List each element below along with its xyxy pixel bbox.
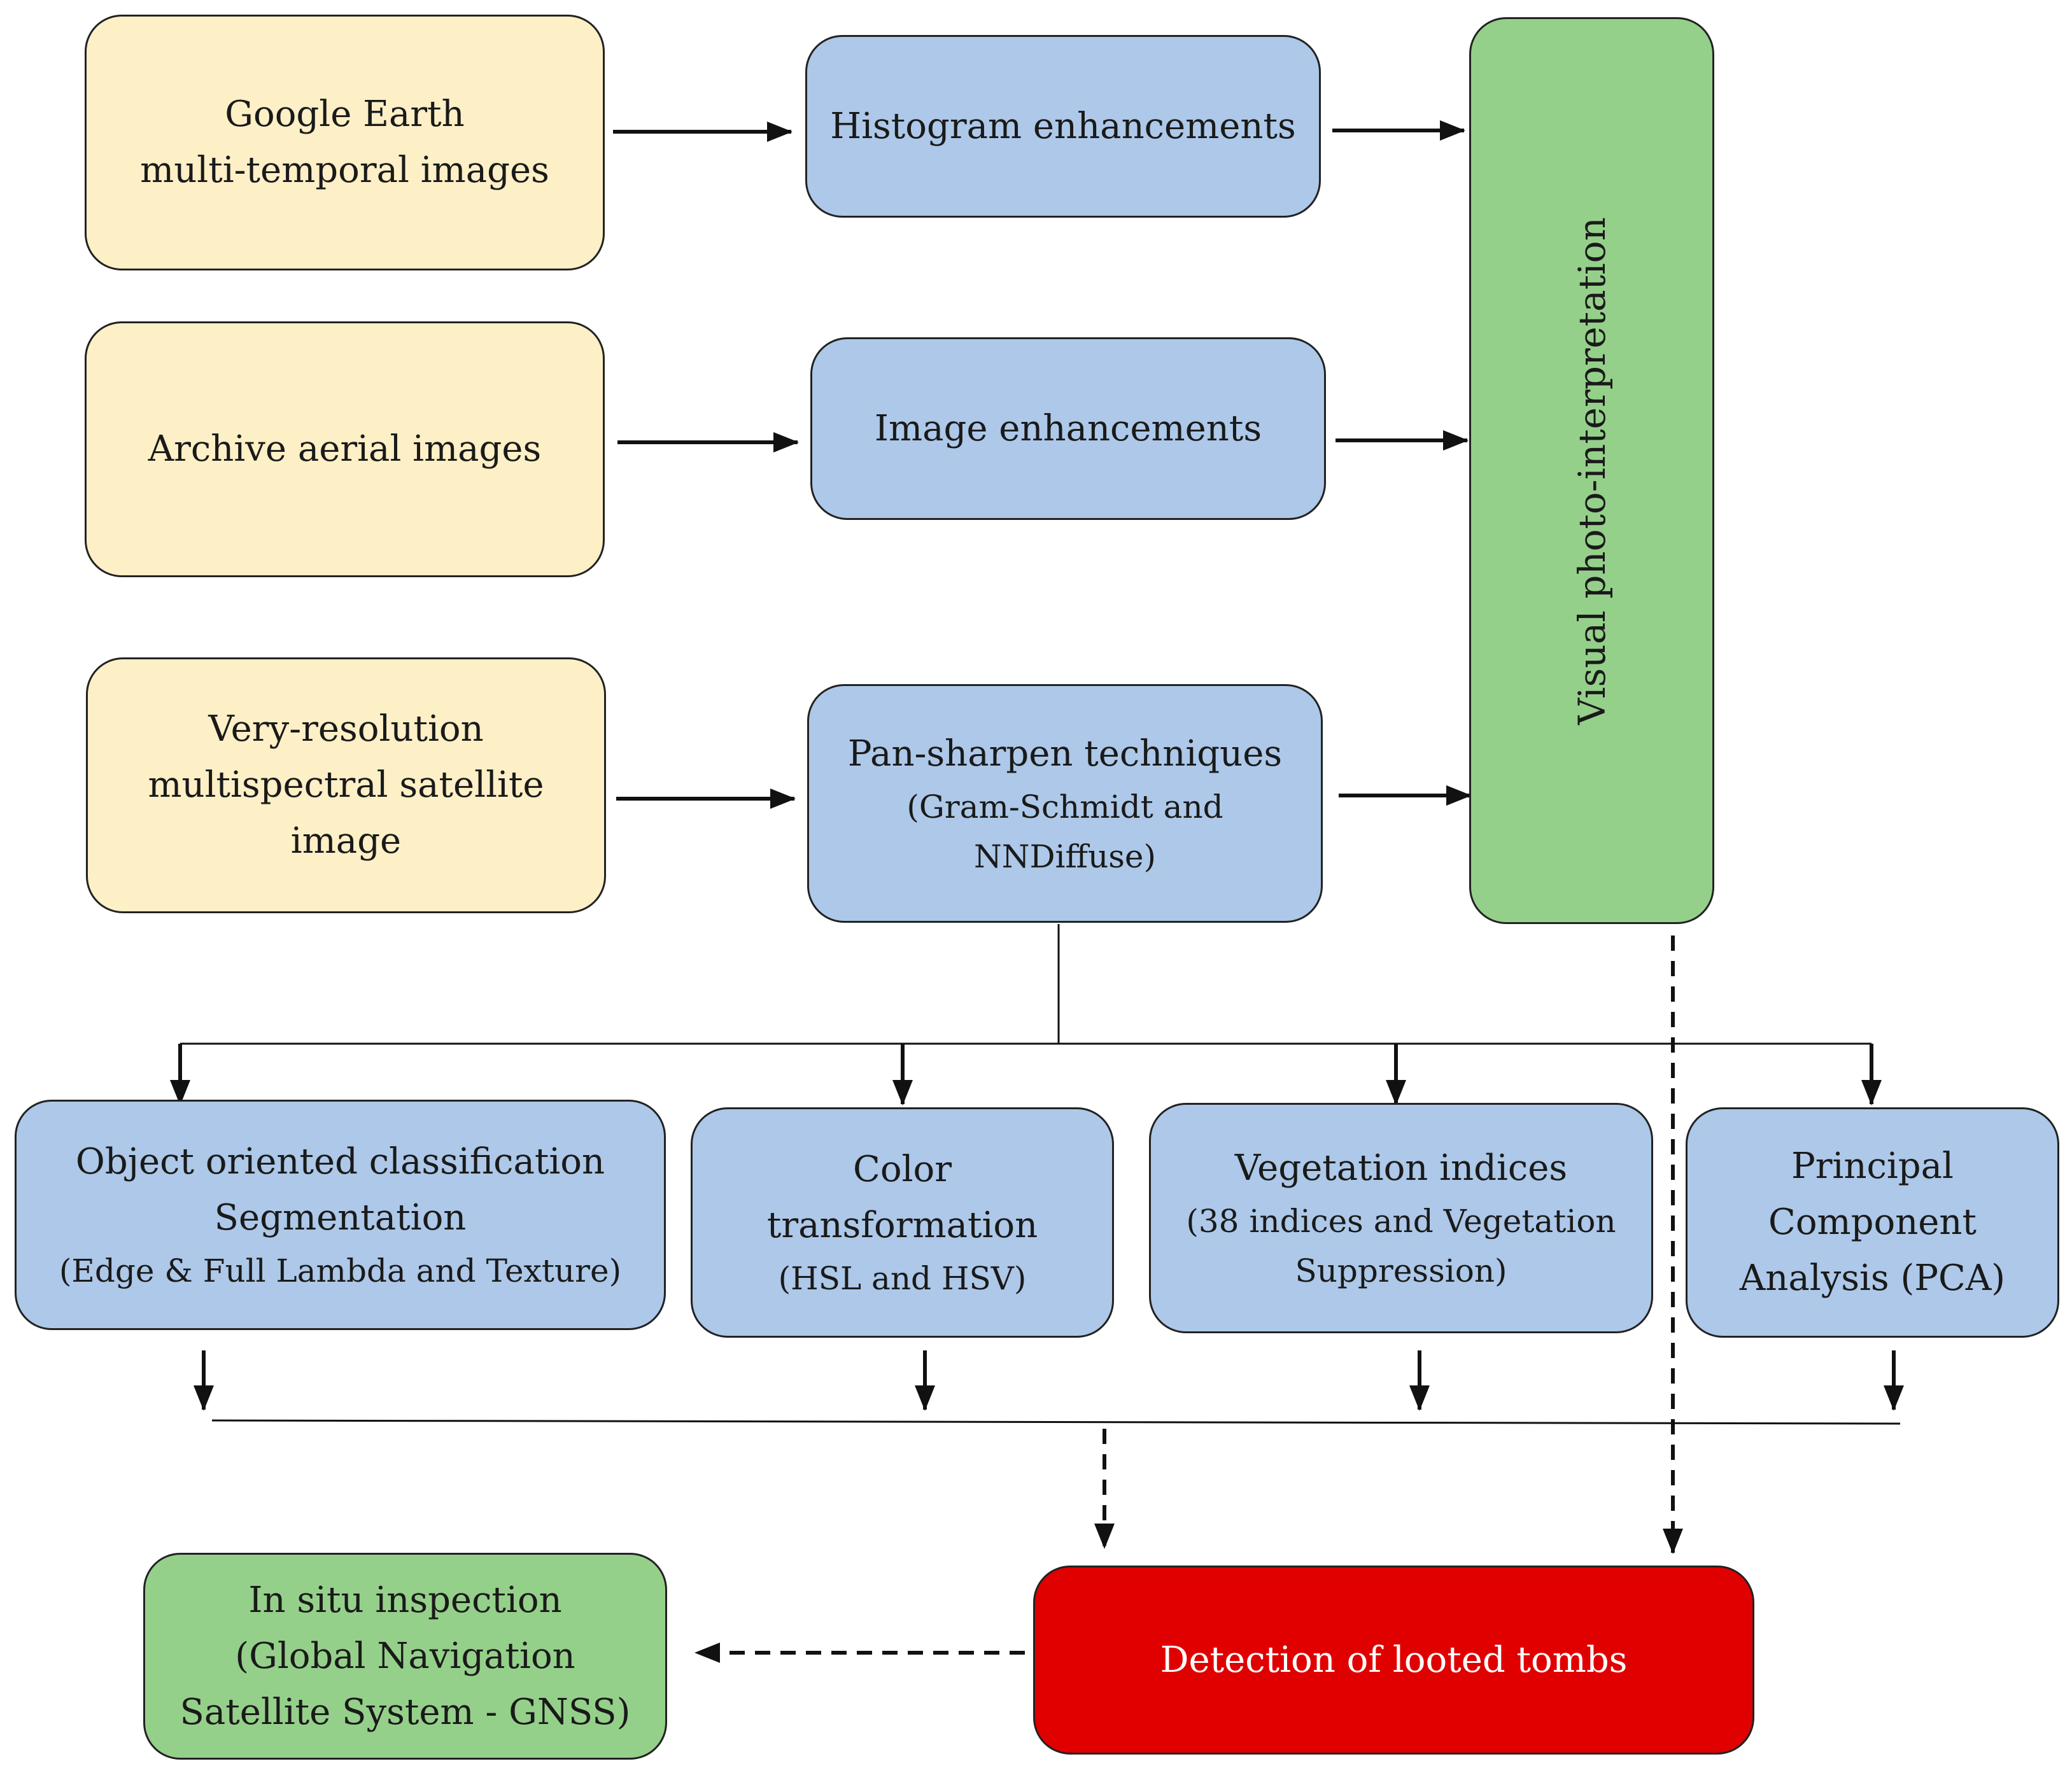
pca-box: Principal Component Analysis (PCA) (1686, 1107, 2059, 1338)
color-transformation-line-2: transformation (766, 1205, 1038, 1246)
image-enhancements-label: Image enhancements (874, 407, 1262, 449)
very-resolution-line-1: Very-resolution (208, 708, 484, 750)
visual-interpretation-box: Visual photo-interpretation (1469, 17, 1714, 924)
histogram-enhancements-label: Histogram enhancements (830, 105, 1296, 147)
color-transformation-box: Color transformation (HSL and HSV) (691, 1107, 1114, 1338)
vegetation-indices-title: Vegetation indices (1234, 1147, 1568, 1189)
vegetation-indices-detail-2: Suppression) (1295, 1252, 1507, 1289)
pca-line-2: Component (1768, 1202, 1977, 1243)
object-oriented-line-1: Object oriented classification (75, 1141, 605, 1182)
very-resolution-line-2: multispectral satellite (148, 764, 544, 806)
pca-line-3: Analysis (PCA) (1739, 1258, 2006, 1299)
insitu-line-3: Satellite System - GNSS) (180, 1691, 631, 1733)
archive-aerial-box: Archive aerial images (85, 321, 605, 577)
pansharpen-detail-1: (Gram-Schmidt and (906, 788, 1223, 825)
pansharpen-detail-2: NNDiffuse) (973, 837, 1157, 875)
google-earth-line-1: Google Earth (225, 94, 465, 135)
image-enhancements-box: Image enhancements (810, 337, 1326, 520)
vegetation-indices-detail-1: (38 indices and Vegetation (1186, 1203, 1616, 1240)
object-oriented-line-2: Segmentation (214, 1197, 467, 1238)
visual-interpretation-wrap: Visual photo-interpretation (1471, 19, 1712, 922)
detection-label: Detection of looted tombs (1160, 1639, 1628, 1681)
very-resolution-line-3: image (290, 820, 402, 862)
archive-aerial-label: Archive aerial images (148, 428, 542, 470)
very-resolution-box: Very-resolution multispectral satellite … (86, 657, 606, 913)
pca-line-1: Principal (1791, 1146, 1954, 1187)
color-transformation-detail: (HSL and HSV) (778, 1260, 1027, 1297)
color-transformation-line-1: Color (853, 1149, 952, 1190)
pansharpen-title: Pan-sharpen techniques (847, 732, 1283, 774)
vegetation-indices-box: Vegetation indices (38 indices and Veget… (1149, 1103, 1653, 1333)
detection-box: Detection of looted tombs (1033, 1566, 1754, 1755)
histogram-enhancements-box: Histogram enhancements (805, 35, 1321, 218)
insitu-line-2: (Global Navigation (235, 1635, 575, 1677)
insitu-inspection-box: In situ inspection (Global Navigation Sa… (143, 1553, 667, 1760)
visual-interpretation-label: Visual photo-interpretation (1570, 216, 1614, 725)
google-earth-box: Google Earth multi-temporal images (85, 15, 605, 270)
insitu-line-1: In situ inspection (248, 1579, 562, 1621)
merge-line (211, 1419, 1901, 1425)
object-oriented-detail: (Edge & Full Lambda and Texture) (59, 1252, 622, 1289)
google-earth-line-2: multi-temporal images (140, 150, 549, 191)
object-oriented-box: Object oriented classification Segmentat… (15, 1100, 666, 1330)
pansharpen-box: Pan-sharpen techniques (Gram-Schmidt and… (807, 684, 1323, 923)
